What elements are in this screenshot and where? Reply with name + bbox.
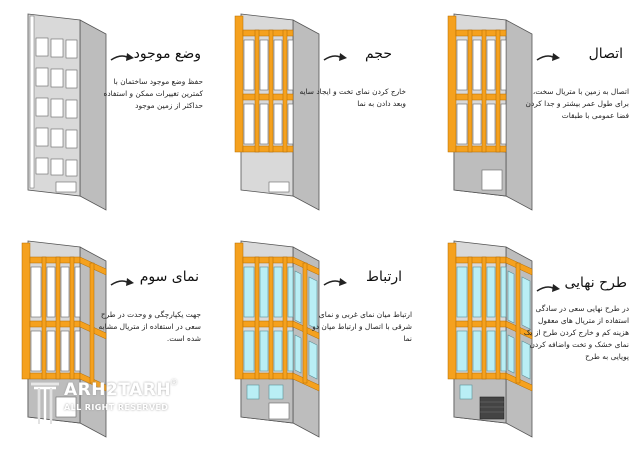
- building-drawing-third-facade: [21, 240, 134, 438]
- step-description: خارج کردن نمای تخت و ایجاد سایه وبعد داد…: [299, 87, 406, 108]
- step-panel-volume: حجم خارج کردن نمای تخت و ایجاد سایه وبعد…: [213, 0, 426, 226]
- step-panel-third-facade: نمای سوم جهت یکپارچگی و وحدت در طرح سعی …: [0, 227, 213, 453]
- step-panel-final-design: طرح نهایی در طرح نهایی سعی در سادگی استف…: [426, 227, 639, 453]
- step-title: اتصال: [588, 46, 623, 62]
- step-panel-relation: ارتباط ارتباط میان نمای غربی و نمای شرقی…: [213, 227, 426, 453]
- step-description: حفظ وضع موجود ساختمان با کمترین تغییرات …: [103, 77, 204, 110]
- building-drawing-existing: [27, 13, 134, 211]
- step-description: ارتباط میان نمای غربی و نمای شرقی با اتص…: [312, 310, 412, 343]
- step-panel-connection: اتصال اتصال به زمین با متریال سخت، برای …: [426, 0, 639, 226]
- watermark-logo: ARH2TARH ALL RIGHT RESERVED ®: [28, 378, 188, 430]
- step-description: اتصال به زمین با متریال سخت، برای طول عم…: [525, 87, 629, 120]
- watermark-registered-mark: ®: [170, 378, 178, 387]
- step-title: حجم: [364, 46, 392, 62]
- watermark-emblem-icon: [31, 382, 59, 424]
- building-drawing-connection: [447, 13, 560, 211]
- step-title: ارتباط: [366, 269, 402, 285]
- watermark-name: ARH2TARH: [64, 380, 172, 400]
- building-drawing-final-design: [447, 240, 560, 438]
- step-title: وضع موجود: [133, 46, 201, 62]
- watermark-rights: ALL RIGHT RESERVED: [64, 403, 169, 412]
- step-description: در طرح نهایی سعی در سادگی استفاده از متر…: [523, 304, 629, 361]
- building-drawing-volume: [234, 13, 347, 211]
- step-description: جهت یکپارچگی و وحدت در طرح سعی در استفاد…: [98, 310, 201, 343]
- step-title: طرح نهایی: [564, 275, 627, 291]
- step-panel-existing: وضع موجود حفظ وضع موجود ساختمان با کمتری…: [0, 0, 213, 226]
- building-drawing-relation: [234, 240, 347, 438]
- step-title: نمای سوم: [139, 269, 199, 285]
